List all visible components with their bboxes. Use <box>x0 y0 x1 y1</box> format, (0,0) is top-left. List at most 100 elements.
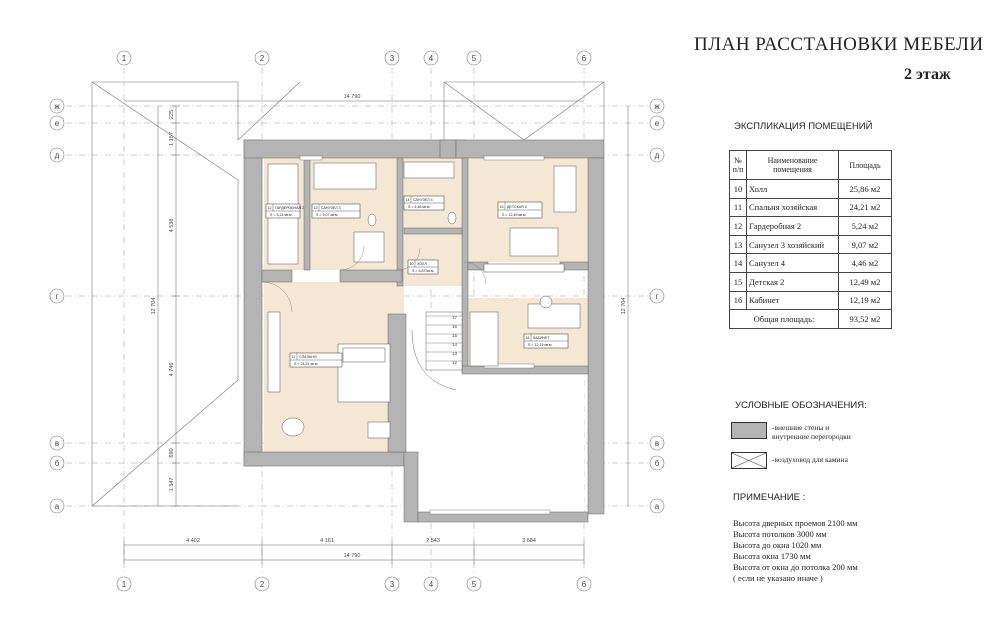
stair-step-number: 17 <box>452 315 458 320</box>
note-line: Высота потолков 3000 мм <box>733 529 827 539</box>
axis-label: ж <box>654 102 660 111</box>
room-label-number: 10 <box>410 262 414 266</box>
dimension-text: 12 704 <box>621 298 627 315</box>
axis-marker <box>384 576 400 592</box>
dimension-text: 1 347 <box>169 478 175 492</box>
roof-ridge <box>443 81 525 141</box>
wall <box>439 139 457 159</box>
door-swing <box>339 245 365 271</box>
toilet-2 <box>447 211 457 225</box>
shower <box>353 231 385 263</box>
axis-marker <box>49 147 65 163</box>
room-label-number: 15 <box>500 205 504 209</box>
wall <box>455 139 605 159</box>
window <box>483 155 545 161</box>
room-label-area: S = 12,49 кв.м <box>502 213 526 217</box>
legend-duct-label: -воздуховод для камина <box>772 455 848 464</box>
room-label-number: 14 <box>406 198 410 202</box>
room-area: 9,07 м2 <box>838 234 892 255</box>
table-header-row: № п/п Наименование помещения Площадь <box>729 150 892 180</box>
room-number: 15 <box>729 271 747 292</box>
dimension-text: 14 790 <box>344 553 361 559</box>
table-row: 16 Кабинет 12,19 м2 <box>729 290 892 311</box>
legend-wall-line-2: внутренние перегородки <box>772 432 851 441</box>
axis-marker <box>49 98 65 114</box>
room-label-area: S = 12,19 кв.м <box>528 343 552 347</box>
room-name: Санузел 4 <box>746 253 839 273</box>
room-label-name: КАБИНЕТ <box>533 336 550 340</box>
axis-label: а <box>655 502 660 511</box>
stair-step-number: 12 <box>452 360 458 365</box>
room-label-number: 11 <box>292 355 296 359</box>
axis-label: г <box>656 292 659 301</box>
note-line: Высота дверных проемов 2100 мм <box>733 518 858 528</box>
axis-label: 1 <box>122 54 127 63</box>
wall <box>243 451 405 467</box>
dimension-text: 12 704 <box>151 298 157 315</box>
room-number: 13 <box>729 234 747 255</box>
table-row: 13 Санузел 3 хозяйский 9,07 м2 <box>729 234 892 255</box>
duct-cross-icon <box>732 453 766 468</box>
dimension-text: 2 543 <box>426 538 440 544</box>
dimension-text: 4 746 <box>169 363 175 377</box>
notes-title: ПРИМЕЧАНИЕ : <box>733 492 806 503</box>
room-label-name: ДЕТСКАЯ 2 <box>507 205 527 209</box>
dimension-text: 4 161 <box>320 538 334 544</box>
room-label-area: S = 24,21 кв.м <box>294 362 318 366</box>
room-area: 12,49 м2 <box>838 271 892 292</box>
axis-marker <box>423 576 439 592</box>
room-label-name: ГАРДЕРОБНАЯ 2 <box>275 206 304 210</box>
axis-marker <box>423 50 439 66</box>
legend-wall-label: -внешние стены и внутренние перегородки <box>772 423 851 441</box>
roof-ridge <box>91 379 239 507</box>
room-label-name: ХОЛЛ <box>417 262 427 266</box>
roof-edge <box>237 81 301 141</box>
axis-marker <box>254 50 270 66</box>
wall <box>243 139 263 467</box>
axis-label: а <box>55 502 60 511</box>
axis-marker <box>649 498 665 514</box>
room-label-area: S = 5,87 кв.м <box>412 269 434 273</box>
roof-ridge <box>523 81 605 141</box>
axis-marker <box>49 455 65 471</box>
room-label-number: 12 <box>268 206 272 210</box>
page-title: ПЛАН РАССТАНОВКИ МЕБЕЛИ <box>694 34 984 55</box>
wall <box>339 269 403 283</box>
room-label-area: S = 5,24 кв.м <box>270 213 292 217</box>
dimension-text: 690 <box>169 448 175 457</box>
table-row: 10 Холл 25,86 м2 <box>729 179 892 199</box>
stair-step-number: 15 <box>452 333 458 338</box>
office-chair <box>539 295 553 309</box>
table-row: 11 Спальня хозяйская 24,21 м2 <box>729 197 892 218</box>
window <box>429 509 551 515</box>
stair <box>425 311 463 371</box>
axis-label: 6 <box>582 54 587 63</box>
wardrobe <box>267 311 281 393</box>
sofa <box>509 227 559 257</box>
axis-label: б <box>55 459 60 468</box>
axis-label: 4 <box>429 580 434 589</box>
table-total-row: Общая площадь: 93,52 м2 <box>729 309 892 329</box>
axis-label: е <box>655 119 660 128</box>
room-number: 11 <box>729 197 747 218</box>
room-name: Гардеробная 2 <box>746 216 839 236</box>
axis-label: 3 <box>390 580 395 589</box>
room-number: 12 <box>729 216 747 236</box>
bathtub-2 <box>403 161 455 179</box>
axis-marker <box>576 50 592 66</box>
note-line: ( если не указано иначе ) <box>733 573 823 583</box>
axis-label: в <box>655 439 659 448</box>
roof-right-outline <box>443 81 605 140</box>
wall <box>303 157 311 271</box>
axis-marker <box>649 147 665 163</box>
room-area: 4,46 м2 <box>838 253 892 273</box>
room-area: 12,19 м2 <box>838 290 892 311</box>
table-row: 12 Гардеробная 2 5,24 м2 <box>729 216 892 236</box>
header-area: Площадь <box>838 150 892 180</box>
